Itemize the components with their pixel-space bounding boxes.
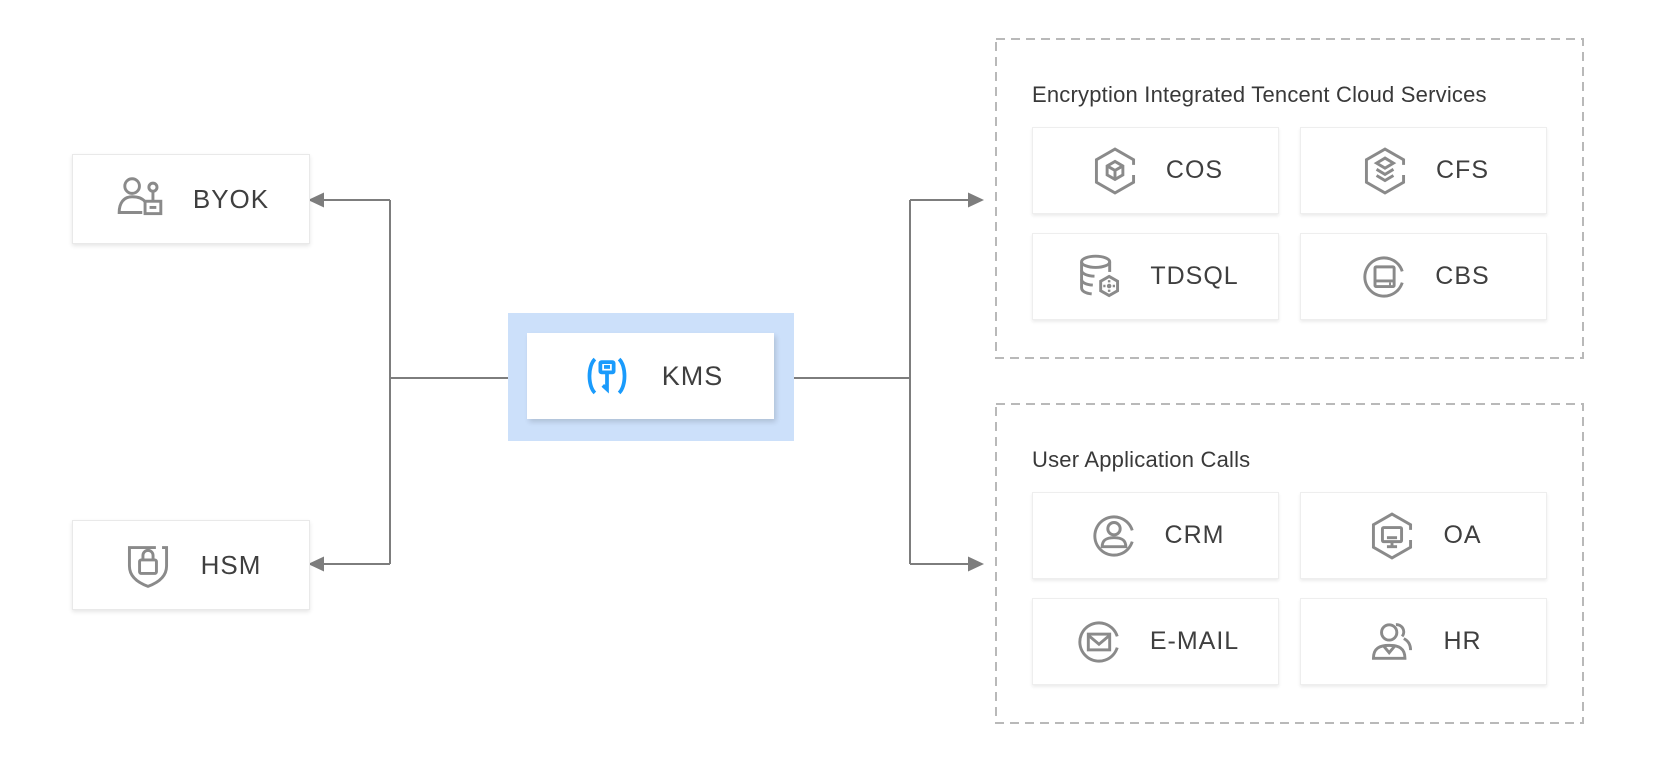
tile-crm: CRM — [1032, 492, 1279, 579]
key-brackets-icon — [578, 347, 636, 405]
tile-cfs: CFS — [1300, 127, 1547, 214]
dashed-border — [995, 38, 1584, 359]
tile-hr-label: HR — [1443, 627, 1482, 655]
tile-tdsql-label: TDSQL — [1150, 262, 1239, 290]
database-hexnode-icon — [1072, 250, 1126, 304]
dashed-border — [995, 403, 1584, 724]
tile-cbs: CBS — [1300, 233, 1547, 320]
connector-kms-right — [794, 199, 970, 565]
node-kms-highlight: KMS — [508, 313, 794, 441]
group-apps-tiles: CRM OA — [1032, 492, 1547, 685]
tile-tdsql: TDSQL — [1032, 233, 1279, 320]
node-kms: KMS — [527, 333, 774, 419]
node-hsm-label: HSM — [200, 549, 262, 580]
hexagon-monitor-icon — [1365, 509, 1419, 563]
tile-cos-label: COS — [1165, 156, 1224, 184]
tile-crm-label: CRM — [1164, 521, 1225, 549]
hexagon-cube-icon — [1088, 144, 1142, 198]
shield-lock-icon — [121, 538, 175, 592]
tile-cfs-label: CFS — [1436, 156, 1489, 184]
tile-hr: HR — [1300, 598, 1547, 685]
tile-cbs-label: CBS — [1435, 262, 1490, 290]
tile-oa-label: OA — [1443, 521, 1482, 549]
arrowhead-to-hsm — [308, 556, 324, 572]
arrowhead-to-services — [968, 192, 984, 208]
circle-mail-icon — [1072, 615, 1126, 669]
users-icon — [1365, 615, 1419, 669]
tile-email-label: E-MAIL — [1149, 627, 1240, 655]
group-services-title: Encryption Integrated Tencent Cloud Serv… — [1032, 82, 1487, 107]
node-hsm: HSM — [72, 520, 310, 610]
group-encryption-integrated-services: Encryption Integrated Tencent Cloud Serv… — [995, 38, 1584, 359]
arrowhead-to-byok — [308, 192, 324, 208]
tile-oa: OA — [1300, 492, 1547, 579]
node-byok: BYOK — [72, 154, 310, 244]
circle-disk-icon — [1357, 250, 1411, 304]
group-apps-title: User Application Calls — [1032, 447, 1251, 472]
tile-cos: COS — [1032, 127, 1279, 214]
group-services-tiles: COS CFS — [1032, 127, 1547, 320]
hexagon-layers-icon — [1358, 144, 1412, 198]
arrowhead-to-apps — [968, 556, 984, 572]
user-key-icon — [113, 172, 167, 226]
node-byok-label: BYOK — [192, 183, 270, 214]
group-user-application-calls: User Application Calls CRM — [995, 403, 1584, 724]
connector-kms-left — [322, 199, 508, 565]
node-kms-label: KMS — [661, 360, 724, 391]
tile-email: E-MAIL — [1032, 598, 1279, 685]
circle-user-icon — [1087, 509, 1141, 563]
